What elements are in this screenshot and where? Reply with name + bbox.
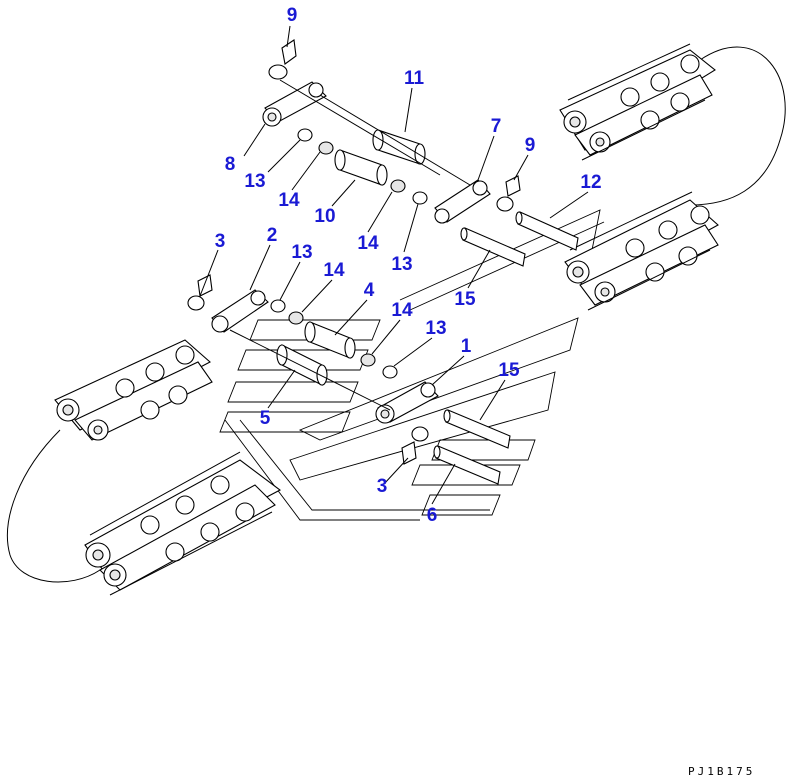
seal-13-top	[297, 128, 313, 142]
callout-8: 8	[225, 154, 236, 175]
callout-13: 13	[244, 171, 265, 192]
callout-14: 14	[323, 260, 345, 281]
pin-12	[515, 211, 579, 251]
bushing-4	[304, 321, 356, 359]
callout-10: 10	[314, 206, 335, 227]
pin-6	[433, 445, 501, 485]
callout-9-top: 9	[287, 5, 298, 26]
pin-5	[276, 344, 328, 386]
chain-loop-left	[6, 429, 101, 583]
bushing-3-lower	[401, 426, 429, 465]
pin-11	[372, 129, 426, 165]
callout-12: 12	[580, 172, 601, 193]
callout-labels: 9 11 7 9 12 8 13 14 10 14 13 15 3 2 13 1…	[215, 5, 602, 526]
link-1	[375, 381, 439, 424]
link-7	[434, 179, 491, 224]
callout-3: 3	[377, 476, 388, 497]
guide-line	[279, 79, 441, 176]
callout-6: 6	[427, 505, 438, 526]
link-2	[211, 289, 269, 333]
callout-1: 1	[461, 336, 472, 357]
callout-11: 11	[404, 68, 425, 89]
bushing-9-top	[268, 39, 297, 80]
seal-13-lower	[382, 365, 398, 379]
seal-13-mid	[412, 191, 428, 205]
spacer-14-mid	[390, 179, 406, 193]
callout-7: 7	[491, 116, 502, 137]
bushing-10	[334, 149, 388, 186]
spacer-14-left	[288, 311, 304, 325]
callout-2: 2	[267, 225, 278, 246]
link-8	[262, 81, 327, 127]
guide-line	[319, 94, 471, 186]
pin-15-top	[460, 227, 526, 267]
callout-13: 13	[425, 318, 446, 339]
chain-loop-right	[689, 46, 786, 206]
callout-15: 15	[498, 360, 520, 381]
bushing-9-right	[496, 175, 521, 212]
drawing-reference-code: PJ1B175	[688, 765, 755, 778]
track-assembly-middle-right	[564, 191, 719, 311]
callout-14: 14	[357, 233, 379, 254]
callout-9-right: 9	[525, 135, 536, 156]
leader-lines	[199, 25, 589, 505]
callout-3: 3	[215, 231, 226, 252]
bushing-3-left	[187, 274, 213, 311]
spacer-14-top	[318, 141, 334, 155]
track-assembly-top-right	[559, 43, 716, 161]
seal-13-left	[270, 299, 286, 313]
track-assembly-bottom-left	[84, 451, 282, 596]
callout-14: 14	[391, 300, 413, 321]
track-assembly-middle-left	[54, 339, 213, 441]
callout-4: 4	[364, 280, 375, 301]
callout-13: 13	[391, 254, 412, 275]
pin-15-lower	[443, 409, 511, 449]
callout-14: 14	[278, 190, 300, 211]
callout-15: 15	[454, 289, 476, 310]
callout-5: 5	[260, 408, 271, 429]
guide-line	[229, 329, 391, 411]
callout-13: 13	[291, 242, 312, 263]
spacer-14-lower	[360, 353, 376, 367]
